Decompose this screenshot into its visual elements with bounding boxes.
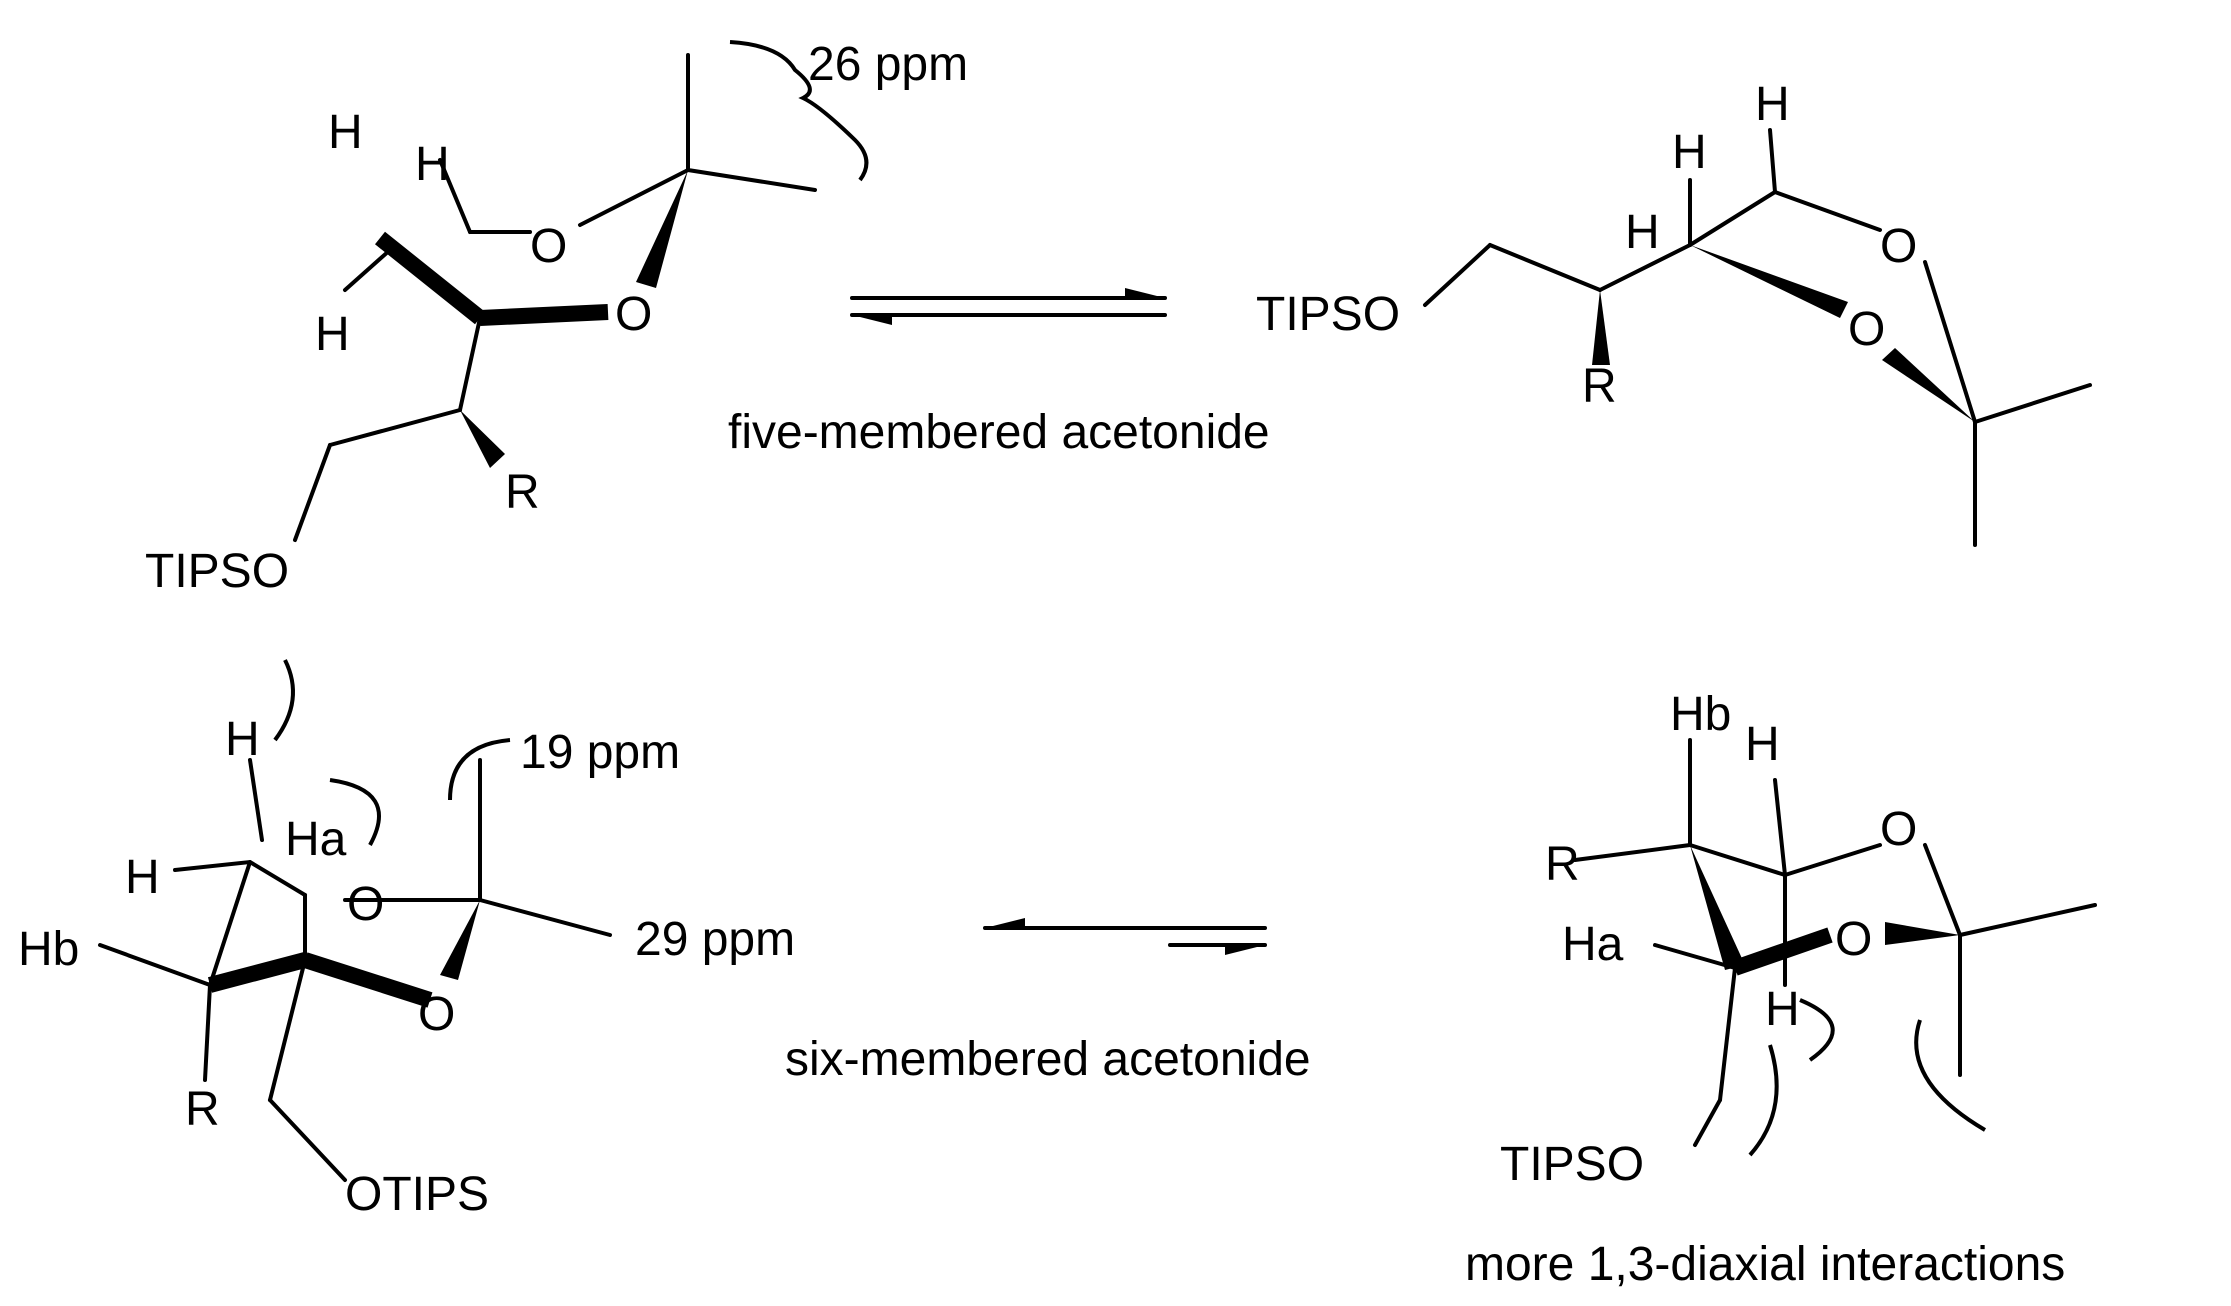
oxygen-label: O	[615, 288, 652, 341]
diaxial-note: more 1,3-diaxial interactions	[1465, 1238, 2065, 1291]
h-label: H	[1755, 78, 1790, 131]
oxygen-label: O	[530, 220, 567, 273]
five-membered-acetonide-left: H H H O O R TIPSO 26 ppm	[145, 38, 968, 598]
oxygen-label: O	[1848, 303, 1885, 356]
hb-label: Hb	[1670, 688, 1731, 741]
h-label: H	[1765, 983, 1800, 1036]
h-label: H	[1745, 718, 1780, 771]
ha-label: Ha	[1562, 918, 1624, 971]
r-group-label: R	[505, 466, 540, 519]
h-label: H	[415, 138, 450, 191]
h-label: H	[328, 106, 363, 159]
ppm-annotation: 26 ppm	[808, 38, 968, 91]
oxygen-label: O	[1835, 913, 1872, 966]
h-label: H	[225, 713, 260, 766]
caption-five-membered: five-membered acetonide	[728, 406, 1270, 459]
h-label: H	[315, 308, 350, 361]
oxygen-label: O	[418, 988, 455, 1041]
ppm-annotation-axial: 19 ppm	[520, 726, 680, 779]
ppm-annotation-equatorial: 29 ppm	[635, 913, 795, 966]
six-membered-acetonide-right: Hb H R Ha H O O TIPSO more 1,3-diaxial i…	[1465, 688, 2097, 1291]
h-label: H	[1672, 126, 1707, 179]
r-group-label: R	[185, 1083, 220, 1136]
equilibrium-arrow-bottom	[983, 918, 1267, 955]
h-label: H	[125, 851, 160, 904]
h-label: H	[1625, 206, 1660, 259]
caption-six-membered: six-membered acetonide	[785, 1033, 1311, 1086]
oxygen-label: O	[1880, 220, 1917, 273]
five-membered-acetonide-right: TIPSO R H H H O O	[1256, 78, 2092, 547]
hb-label: Hb	[18, 923, 79, 976]
oxygen-label: O	[1880, 803, 1917, 856]
tipso-label: TIPSO	[1500, 1138, 1644, 1191]
six-membered-acetonide-left: H H Ha Hb O O R OTIPS 19 ppm 29 ppm	[18, 659, 795, 1221]
r-group-label: R	[1545, 838, 1580, 891]
tipso-label: TIPSO	[145, 545, 289, 598]
otips-label: OTIPS	[345, 1168, 489, 1221]
equilibrium-arrow-top	[850, 288, 1167, 325]
ha-label: Ha	[285, 813, 347, 866]
tipso-label: TIPSO	[1256, 288, 1400, 341]
r-group-label: R	[1582, 360, 1617, 413]
oxygen-label: O	[347, 878, 384, 931]
